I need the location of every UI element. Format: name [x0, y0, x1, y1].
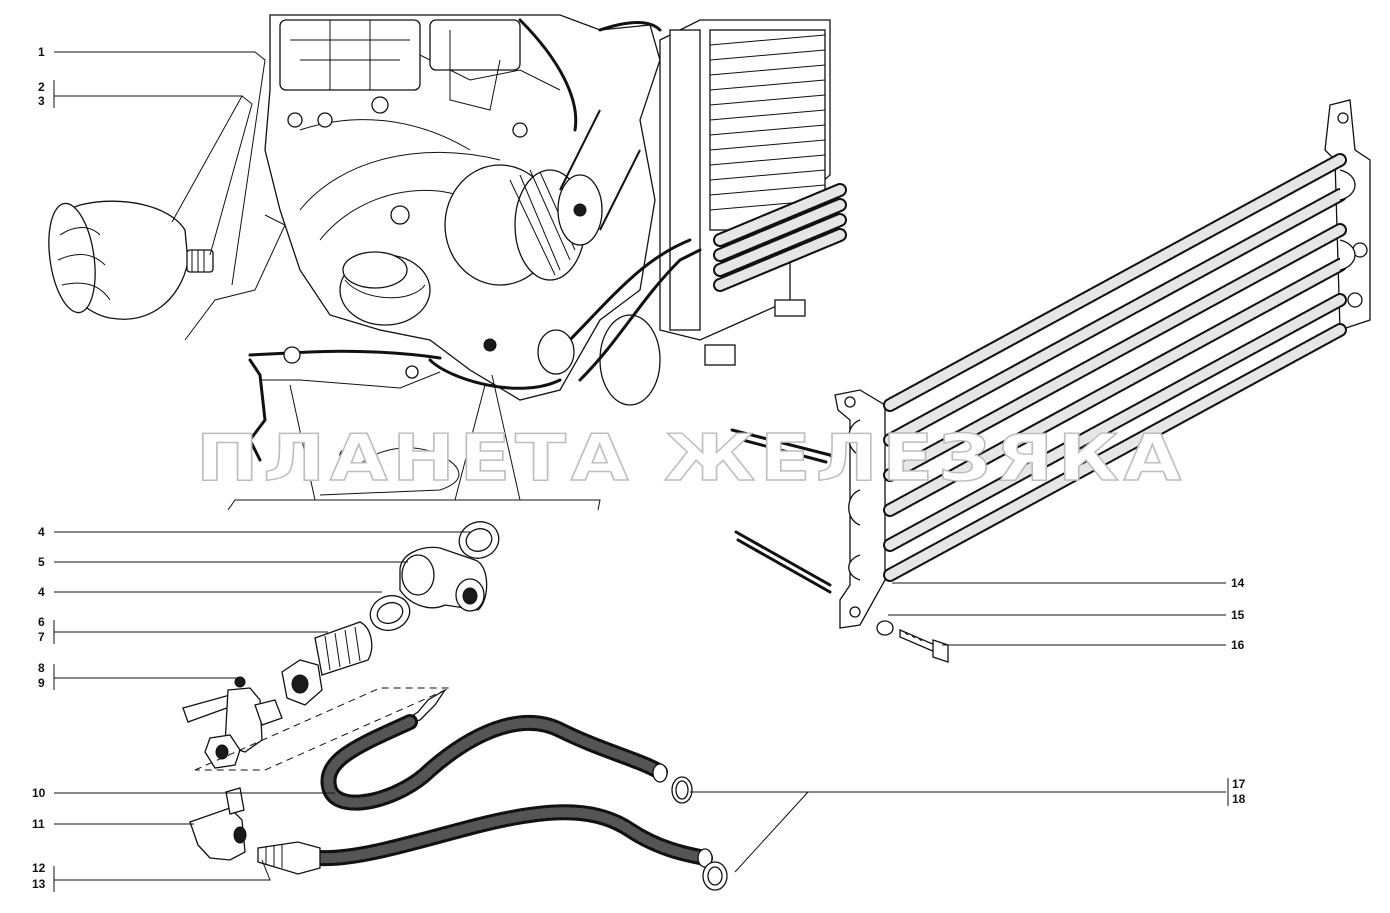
callout-12: 12 — [32, 861, 46, 875]
callout-2: 2 — [38, 80, 45, 94]
callout-14: 14 — [1231, 576, 1245, 590]
callout-5: 5 — [38, 555, 45, 569]
callout-13: 13 — [32, 877, 46, 891]
watermark: ПЛАНЕТА ЖЕЛЕЗЯКА — [196, 422, 1186, 496]
hoses-parts — [189, 714, 728, 891]
callout-4-bottom: 4 — [38, 585, 45, 599]
oil-filter-part — [48, 200, 214, 320]
callout-8: 8 — [38, 661, 45, 675]
callout-7: 7 — [38, 630, 45, 644]
callout-1: 1 — [38, 45, 45, 59]
callout-3: 3 — [38, 94, 45, 108]
engine-assembly — [184, 14, 847, 511]
fittings-parts — [182, 521, 500, 771]
callout-numbers: 1 2 3 4 5 4 6 7 8 9 10 11 12 13 14 15 16… — [32, 45, 1246, 891]
callout-leaders — [53, 51, 1229, 892]
callout-4-top: 4 — [38, 525, 45, 539]
callout-11: 11 — [32, 817, 45, 831]
callout-18: 18 — [1232, 792, 1246, 806]
callout-17: 17 — [1232, 777, 1246, 791]
callout-16: 16 — [1231, 638, 1245, 652]
callout-10: 10 — [32, 786, 46, 800]
callout-6: 6 — [38, 615, 45, 629]
callout-9: 9 — [38, 676, 45, 690]
callout-15: 15 — [1231, 608, 1245, 622]
oil-cooler-part — [730, 99, 1371, 663]
